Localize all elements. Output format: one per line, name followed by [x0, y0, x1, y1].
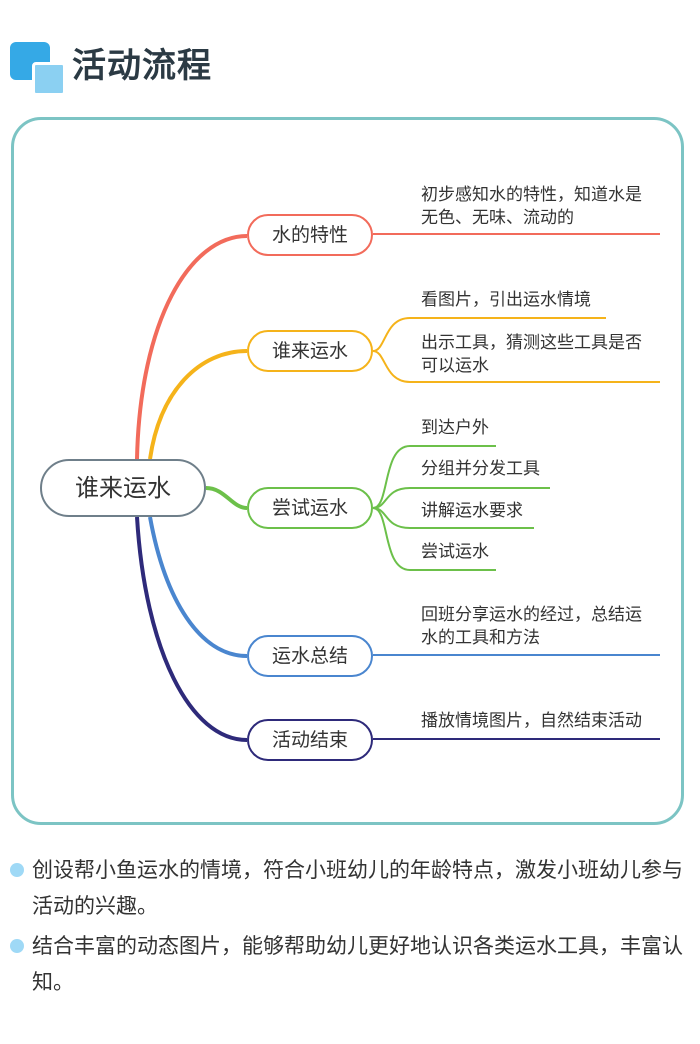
leaf-text: 看图片，引出运水情境 [421, 290, 591, 310]
list-item: 创设帮小鱼运水的情境，符合小班幼儿的年龄特点，激发小班幼儿参与活动的兴趣。 [10, 852, 694, 924]
bullet-icon [10, 939, 24, 953]
header: 活动流程 [0, 0, 700, 110]
branch-node-2: 谁来运水 [247, 330, 373, 372]
connector-branch-2-leaf-2 [372, 350, 660, 383]
branch-node-3: 尝试运水 [247, 487, 373, 529]
leaf-text: 初步感知水的特性，知道水是 无色、无味、流动的 [421, 185, 642, 228]
connector-root-branch-2 [148, 349, 248, 460]
connector-root-branch-3 [205, 486, 248, 510]
logo-icon [10, 42, 66, 96]
mindmap-root-node: 谁来运水 [40, 459, 206, 517]
leaf-text: 出示工具，猜测这些工具是否 可以运水 [421, 333, 642, 376]
connector-root-branch-4 [148, 516, 248, 658]
branch-node-5: 活动结束 [247, 719, 373, 761]
connector-branch-3-leaf-4 [372, 507, 496, 571]
connector-branch-3-leaf-2 [372, 487, 550, 509]
connector-root-branch-1 [135, 234, 248, 460]
leaf-text: 讲解运水要求 [421, 501, 523, 521]
list-item: 结合丰富的动态图片，能够帮助幼儿更好地认识各类运水工具，丰富认知。 [10, 928, 694, 1000]
page-title: 活动流程 [72, 46, 212, 86]
bullet-icon [10, 863, 24, 877]
leaf-text: 到达户外 [421, 418, 489, 438]
leaf-text: 尝试运水 [421, 542, 489, 562]
connector-root-branch-5 [135, 516, 248, 742]
connector-branch-2-leaf-1 [372, 317, 606, 352]
branch-node-1: 水的特性 [247, 214, 373, 256]
notes-list: 创设帮小鱼运水的情境，符合小班幼儿的年龄特点，激发小班幼儿参与活动的兴趣。 结合… [10, 852, 694, 1004]
branch-node-4: 运水总结 [247, 635, 373, 677]
connector-branch-3-leaf-1 [372, 445, 496, 509]
mindmap-frame [11, 117, 684, 825]
leaf-text: 播放情境图片，自然结束活动 [421, 711, 642, 731]
leaf-text: 分组并分发工具 [421, 459, 540, 479]
leaf-text: 回班分享运水的经过，总结运 水的工具和方法 [421, 605, 642, 648]
